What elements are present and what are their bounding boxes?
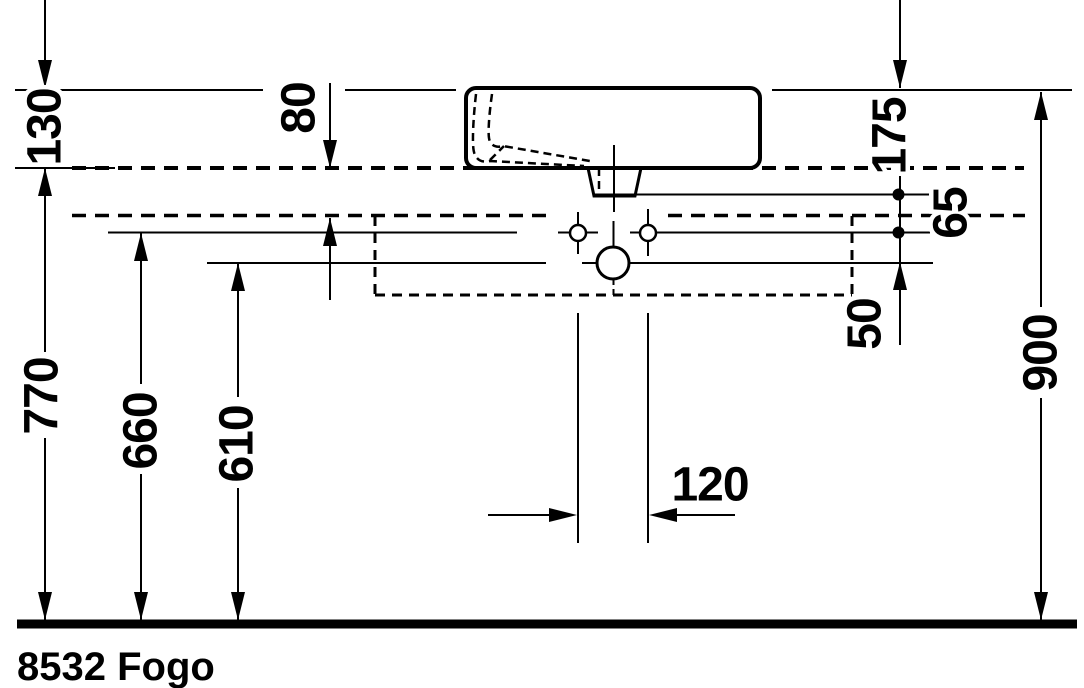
basin-inner-profile-inner: [487, 93, 591, 163]
dim-175-65-50: 175 65 50: [834, 0, 982, 354]
dim-label-80: 80: [273, 82, 326, 133]
dim-label-660: 660: [115, 392, 168, 469]
basin-inner-profile-outer: [471, 93, 585, 168]
dim-label-900: 900: [1015, 314, 1068, 391]
dim-610-arrow-down: [231, 592, 245, 620]
dim-label-130: 130: [19, 88, 72, 165]
dim-900-arrow-down: [1034, 592, 1048, 620]
installation-dashed-lines: [72, 166, 1025, 297]
console-board-dashed-rect: [373, 216, 854, 297]
drain-hole: [595, 245, 631, 281]
basin-inner-profile-junction: [489, 145, 505, 161]
dim-660-arrow-up: [134, 233, 148, 261]
dim-80-arrow-down: [323, 140, 337, 168]
dim-120-arrow-right: [549, 508, 577, 522]
dim-770: 770: [11, 353, 73, 620]
dim-770-arrow-down: [38, 592, 52, 620]
dim-label-770: 770: [16, 357, 69, 434]
dim-120: 120: [488, 313, 754, 543]
dim-610: 610: [206, 263, 268, 620]
dim-130-arrow-up: [38, 168, 52, 196]
dim-130-arrow-down: [38, 60, 52, 88]
dim-50-arrow-up: [893, 262, 907, 290]
dim-label-120: 120: [671, 459, 748, 512]
product-code-label: 8532 Fogo: [17, 645, 215, 688]
dim-65-dot-bottom: [892, 226, 905, 239]
dim-610-arrow-up: [231, 263, 245, 291]
dim-label-175: 175: [864, 97, 917, 174]
dim-130: 130: [14, 0, 76, 620]
dim-175-arrow-down: [893, 60, 907, 88]
dim-80-arrow-up: [323, 218, 337, 246]
dim-label-65: 65: [925, 187, 978, 239]
dim-900: 900: [1010, 92, 1072, 620]
right-fixing-hole: [638, 223, 658, 243]
dim-65-dot-top: [892, 188, 905, 201]
left-fixing-hole: [568, 223, 588, 243]
dim-120-arrow-left: [649, 508, 677, 522]
dim-80: 80: [268, 78, 337, 300]
dim-label-610: 610: [211, 405, 264, 482]
dim-120-extension-lines: [577, 313, 649, 543]
dim-label-50: 50: [839, 298, 892, 349]
dim-660-arrow-down: [134, 592, 148, 620]
mounting-holes: [568, 209, 658, 281]
dim-660: 660: [110, 233, 172, 620]
reference-lines: [15, 89, 1072, 264]
dim-900-arrow-up: [1034, 92, 1048, 120]
